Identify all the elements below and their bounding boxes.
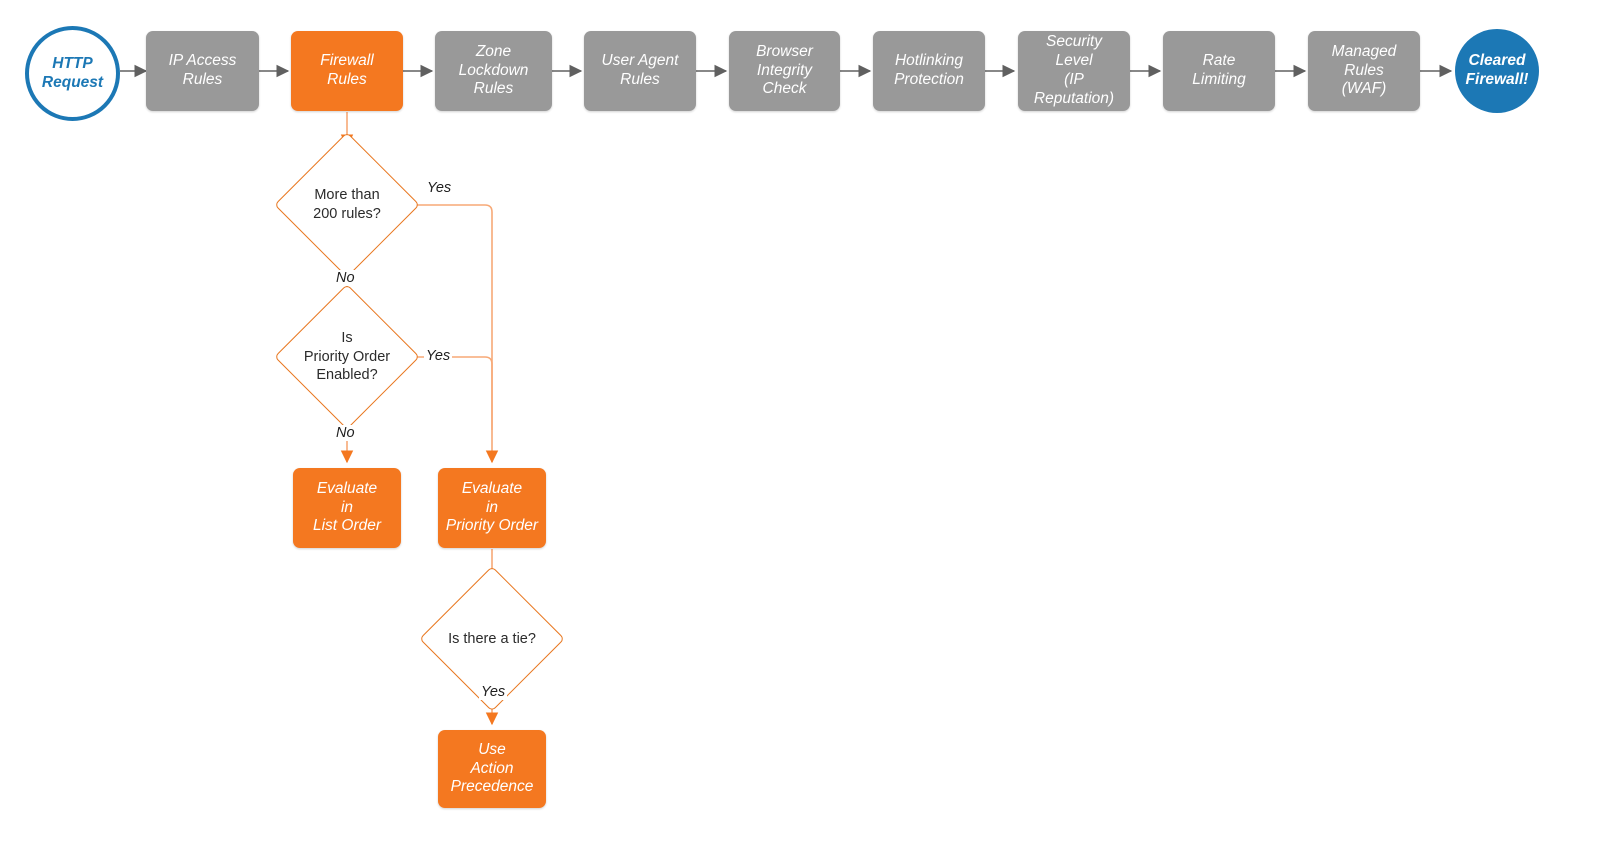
edge-label-tie-yes: Yes [479,684,508,700]
edge-decision2-yes [411,356,493,430]
edge-decision1-yes [411,204,499,464]
node-label: Is there a tie? [448,630,536,647]
edge-label-more-than-200-yes: Yes [425,180,454,196]
edge-label-more-than-200-no: No [334,270,357,286]
node-decision-is-there-a-tie[interactable]: Is there a tie? [419,566,565,712]
edge-label-priority-order-no: No [334,425,357,441]
edge-label-priority-order-yes: Yes [424,348,453,364]
